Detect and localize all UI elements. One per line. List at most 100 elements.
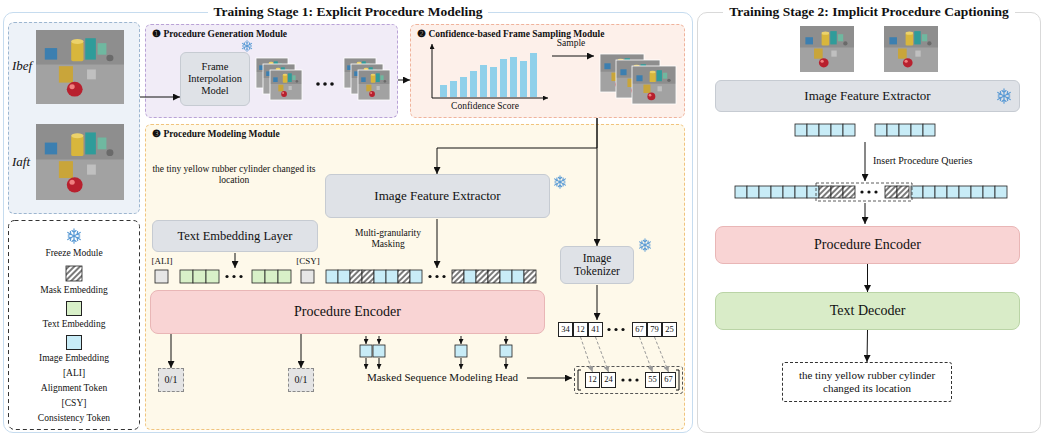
connector [867, 264, 868, 292]
token [995, 186, 1007, 198]
token [326, 270, 338, 283]
token-box: 25 [662, 322, 677, 337]
token [524, 270, 536, 283]
token [373, 345, 385, 357]
stage-panel: Training Stage 2: Implicit Procedure Cap… [697, 12, 1041, 433]
ellipsis-dot [435, 275, 438, 278]
ellipsis-dot [621, 328, 624, 331]
query-token [843, 186, 855, 198]
panel-title: Training Stage 2: Implicit Procedure Cap… [723, 3, 1014, 20]
confidence-chart [432, 44, 594, 98]
token-box: 24 [601, 372, 616, 388]
arrow [597, 285, 598, 320]
box-label: Image Tokenizer [565, 252, 629, 278]
token-box: 12 [585, 372, 600, 388]
frame-edge [358, 70, 390, 100]
arrow-label: Sample [548, 38, 594, 49]
legend-text-slot: Consistency Token [12, 413, 136, 424]
box-label: Image Feature Extractor [374, 189, 500, 204]
arrow [379, 358, 380, 369]
token-box: 67 [661, 372, 676, 388]
arrow-label-slot: Multi-granularity Masking [345, 228, 431, 251]
stage2-sequence [735, 183, 1007, 201]
image-label: Iaft [12, 154, 38, 170]
token [193, 270, 206, 283]
legend-text: Alignment Token [12, 383, 136, 394]
input-images [36, 30, 124, 200]
token-box: 12 [573, 322, 588, 337]
query-token [885, 186, 897, 198]
token [360, 345, 372, 357]
axis-label-slot: Confidence Score [425, 101, 545, 112]
process-box: Frame Interpolation Model [180, 52, 250, 106]
arrow [461, 358, 462, 369]
ellipsis-dot [607, 328, 610, 331]
arrow [461, 336, 462, 344]
ellipsis-dot [239, 275, 242, 278]
token [923, 186, 935, 198]
frame [358, 70, 390, 100]
legend-text-slot: Mask Embedding [12, 285, 136, 296]
bar [520, 61, 527, 97]
dashed-connector [596, 337, 609, 372]
axis [432, 44, 433, 98]
legend-text-slot: Alignment Token [12, 383, 136, 394]
arrow-label: Multi-granularity Masking [345, 228, 431, 251]
bar [480, 65, 487, 97]
token-box: 79 [647, 322, 662, 337]
module-title: ❶ Procedure Generation Module [152, 28, 397, 40]
freeze-icon [67, 229, 82, 243]
dashed-connector [581, 337, 593, 372]
ellipsis-dot [614, 328, 617, 331]
token [771, 186, 783, 198]
box-label: the tiny yellow rubber cylinder changed … [787, 369, 947, 394]
freeze-icon [554, 176, 567, 189]
process-box: Image Feature Extractor [325, 174, 550, 218]
input-caption-slot: the tiny yellow rubber cylinder changed … [150, 164, 318, 187]
head-label: Masked Sequence Modeling Head [340, 371, 545, 384]
query-token [831, 186, 843, 198]
arrow [865, 142, 866, 181]
arrow [506, 336, 507, 344]
token-label: [CSY] [294, 256, 322, 267]
scene-image [800, 26, 854, 72]
token [488, 270, 500, 283]
arrow [437, 219, 438, 268]
frame [270, 70, 302, 100]
connector [301, 334, 302, 368]
token [887, 124, 899, 136]
token [971, 186, 983, 198]
connector [597, 118, 598, 246]
bar [530, 53, 537, 97]
token [455, 345, 467, 357]
arrow [865, 203, 866, 224]
bracket [676, 370, 679, 390]
freeze-icon [242, 41, 253, 52]
token-box: 34 [558, 322, 573, 337]
token [374, 270, 386, 283]
legend-text: Consistency Token [12, 413, 136, 424]
box-label: Procedure Encoder [814, 237, 921, 253]
box-label: 55 [648, 375, 657, 385]
box-label: 25 [665, 325, 674, 335]
legend-text-slot: Image Embedding [12, 353, 136, 364]
box-label: 79 [650, 325, 659, 335]
token [795, 186, 807, 198]
token [807, 124, 819, 136]
ellipsis-dot [874, 190, 877, 193]
bracket [578, 370, 581, 390]
freeze-icon [639, 239, 652, 252]
ellipsis-dot [635, 378, 638, 381]
token [831, 124, 843, 136]
bar [500, 59, 507, 97]
bar [460, 77, 467, 97]
box-label: Text Decoder [830, 303, 906, 319]
box-label: 67 [635, 325, 644, 335]
token [947, 186, 959, 198]
ellipsis-dot [860, 190, 863, 193]
ellipsis-dot [442, 275, 445, 278]
box-label: 24 [604, 375, 613, 385]
freeze-icon [997, 89, 1012, 103]
frame-sequence [256, 58, 390, 100]
arrow-label: Insert Procedure Queries [873, 155, 1023, 167]
